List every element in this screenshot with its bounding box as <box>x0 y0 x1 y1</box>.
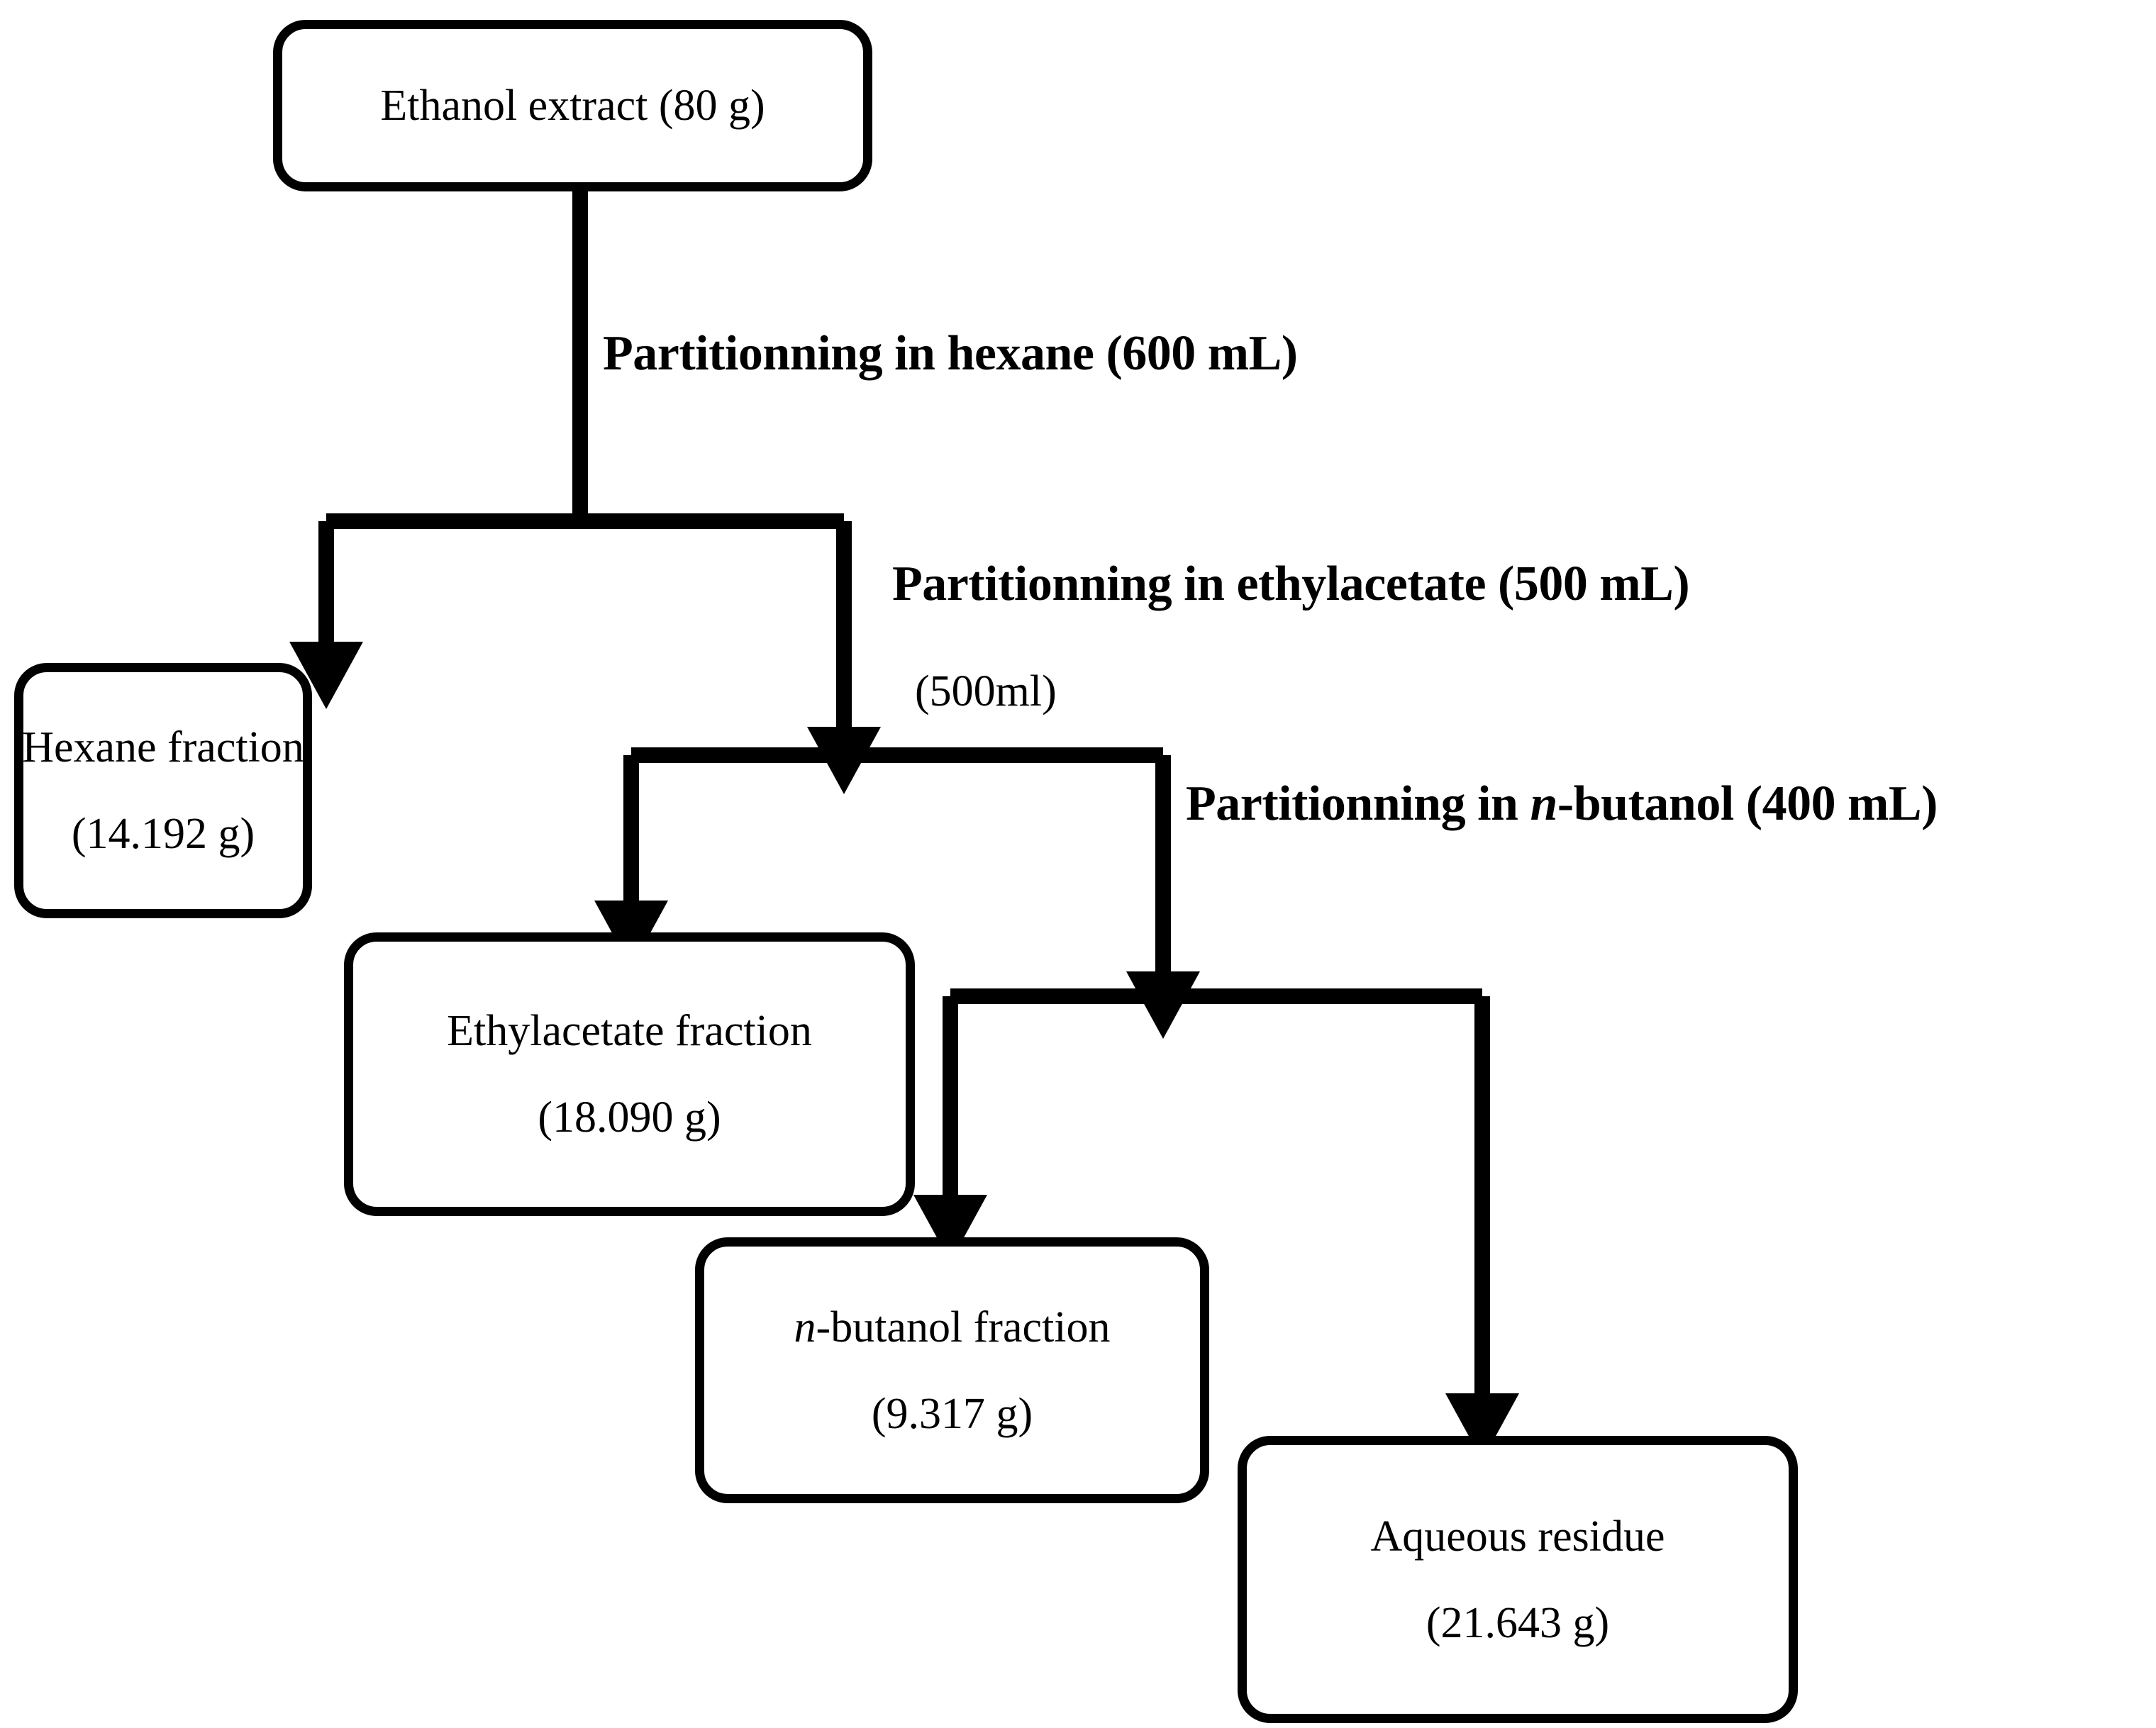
step-sublabel-ethylacetate: (500ml) <box>915 667 1057 715</box>
arrowhead-aqueous <box>1445 1393 1519 1461</box>
arrowhead-ethylacetate-split <box>807 727 881 794</box>
node-hexane-fraction-amount: (14.192 g) <box>71 810 255 858</box>
step-n-butanol-part1: Partitionning in <box>1186 776 1530 831</box>
node-n-butanol-fraction[interactable]: n-butanol fraction (9.317 g) <box>695 1237 1209 1503</box>
arrowhead-n-butanol <box>913 1195 987 1262</box>
n-butanol-rest: -butanol fraction <box>816 1303 1111 1351</box>
step-n-butanol-part2: -butanol (400 mL) <box>1557 776 1938 831</box>
node-hexane-fraction-name: Hexane fraction <box>22 723 304 771</box>
step-label-ethylacetate: Partitionning in ethylacetate (500 mL) <box>892 557 1690 611</box>
arrowhead-hexane <box>289 642 363 709</box>
step-label-n-butanol: Partitionning in n-butanol (400 mL) <box>1186 773 2147 835</box>
node-ethylacetate-fraction[interactable]: Ethylacetate fraction (18.090 g) <box>344 932 915 1216</box>
step-label-hexane: Partitionning in hexane (600 mL) <box>603 326 1298 381</box>
node-ethanol-extract[interactable]: Ethanol extract (80 g) <box>273 20 872 191</box>
n-prefix-italic: n <box>794 1303 816 1351</box>
node-hexane-fraction[interactable]: Hexane fraction (14.192 g) <box>14 663 312 918</box>
node-n-butanol-fraction-amount: (9.317 g) <box>871 1389 1033 1438</box>
node-ethylacetate-fraction-amount: (18.090 g) <box>538 1093 721 1142</box>
node-aqueous-residue[interactable]: Aqueous residue (21.643 g) <box>1238 1436 1798 1723</box>
node-ethylacetate-fraction-name: Ethylacetate fraction <box>447 1007 812 1055</box>
arrowhead-butanol-split <box>1126 971 1200 1039</box>
node-ethanol-extract-label: Ethanol extract (80 g) <box>380 82 765 130</box>
step-n-butanol-italic-n: n <box>1530 776 1557 831</box>
node-n-butanol-fraction-name: n-butanol fraction <box>794 1305 1111 1349</box>
node-aqueous-residue-name: Aqueous residue <box>1370 1512 1665 1561</box>
node-aqueous-residue-amount: (21.643 g) <box>1426 1598 1610 1647</box>
